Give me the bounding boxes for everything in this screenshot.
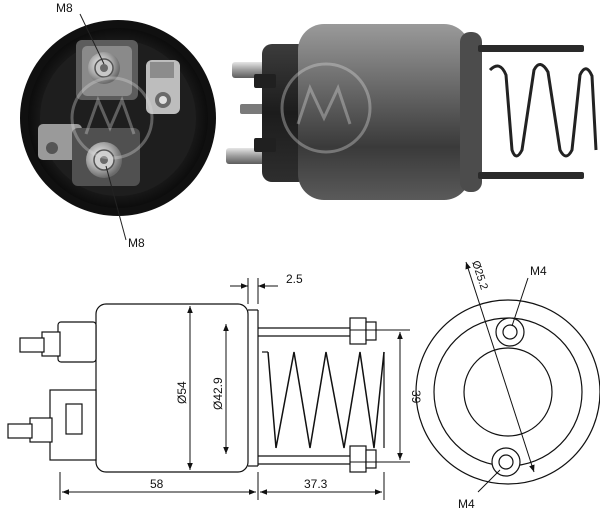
label-m8-top: M8 xyxy=(56,1,73,15)
drawing-side-view xyxy=(7,303,385,473)
photo-side-view xyxy=(226,24,598,200)
hole-bottom-icon xyxy=(491,447,521,477)
dim-length-spring-label: 37.3 xyxy=(304,477,328,491)
watermark-logo-icon xyxy=(70,76,154,160)
bottom-bolt-icon xyxy=(86,142,122,178)
dim-gap-label: 2.5 xyxy=(286,272,303,286)
dim-hole-circle-label: Ø25.2 xyxy=(469,259,490,291)
hole-top-icon xyxy=(495,317,525,347)
label-m8-bottom: M8 xyxy=(128,236,145,250)
dim-diameter-outer-label: Ø54 xyxy=(175,381,189,404)
label-m4-top: M4 xyxy=(530,264,547,278)
side-watermark-logo-icon xyxy=(280,62,372,154)
small-terminal-icon xyxy=(146,60,180,114)
spring-icon xyxy=(488,63,598,158)
dim-diameter-inner-label: Ø42.9 xyxy=(211,377,225,410)
dim-height-holes-label: 39 xyxy=(409,390,423,404)
label-m4-bottom: M4 xyxy=(458,497,475,511)
photo-front-view: M8 M8 xyxy=(20,1,216,250)
dim-length-body-label: 58 xyxy=(150,477,164,491)
drawing-end-view xyxy=(415,261,600,493)
drawing-spring-icon xyxy=(267,351,385,449)
top-bolt-icon xyxy=(88,52,120,84)
dimension-lines-side xyxy=(59,278,410,500)
